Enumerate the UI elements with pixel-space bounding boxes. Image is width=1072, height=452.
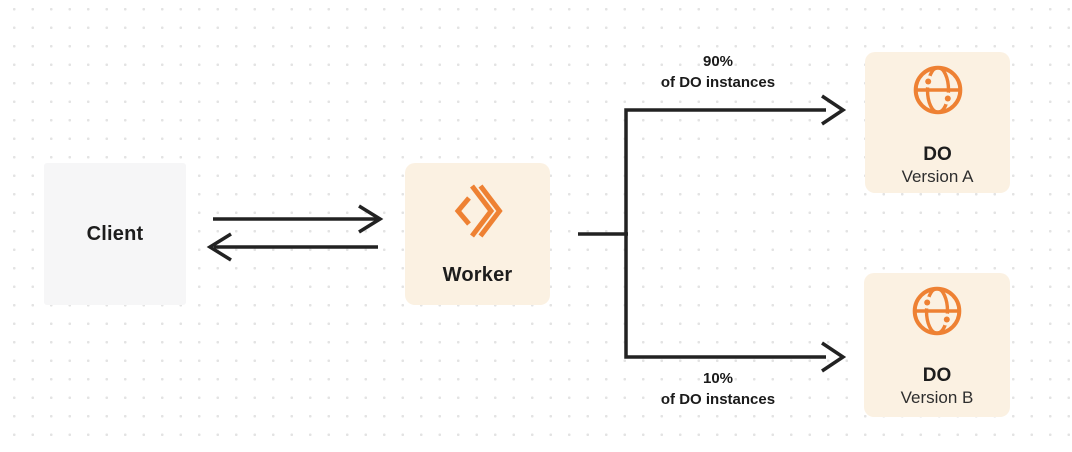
edge-label-90-percent: 90% of DO instances [618, 51, 818, 93]
edge-label-caption: of DO instances [660, 391, 776, 408]
worker-to-client-arrow [206, 232, 378, 262]
workers-chevrons-icon [454, 184, 503, 238]
edge-label-percent: 10% [702, 370, 734, 387]
edge-label-10-percent: 10% of DO instances [618, 368, 818, 410]
arrowhead-left-icon [206, 232, 232, 262]
client-label: Client [86, 222, 144, 245]
worker-label: Worker [442, 264, 513, 286]
worker-node: Worker [405, 163, 550, 305]
edge-label-caption: of DO instances [660, 74, 776, 91]
do-version-b-node: DO Version B [864, 273, 1010, 417]
arrowhead-to-version-a-icon [821, 94, 847, 126]
do-a-subtitle: Version A [901, 167, 974, 186]
client-to-worker-arrow [213, 204, 384, 234]
durable-object-globe-icon [913, 65, 962, 115]
branch-trunk [624, 108, 826, 359]
do-a-title: DO [923, 144, 952, 165]
durable-object-globe-icon [912, 286, 962, 336]
edge-label-percent: 90% [702, 53, 734, 70]
arrowhead-to-version-b-icon [821, 341, 847, 373]
do-version-a-node: DO Version A [865, 52, 1010, 193]
arrowhead-right-icon [358, 204, 384, 234]
do-b-title: DO [922, 365, 952, 386]
do-b-subtitle: Version B [900, 388, 974, 407]
client-node: Client [44, 163, 186, 305]
